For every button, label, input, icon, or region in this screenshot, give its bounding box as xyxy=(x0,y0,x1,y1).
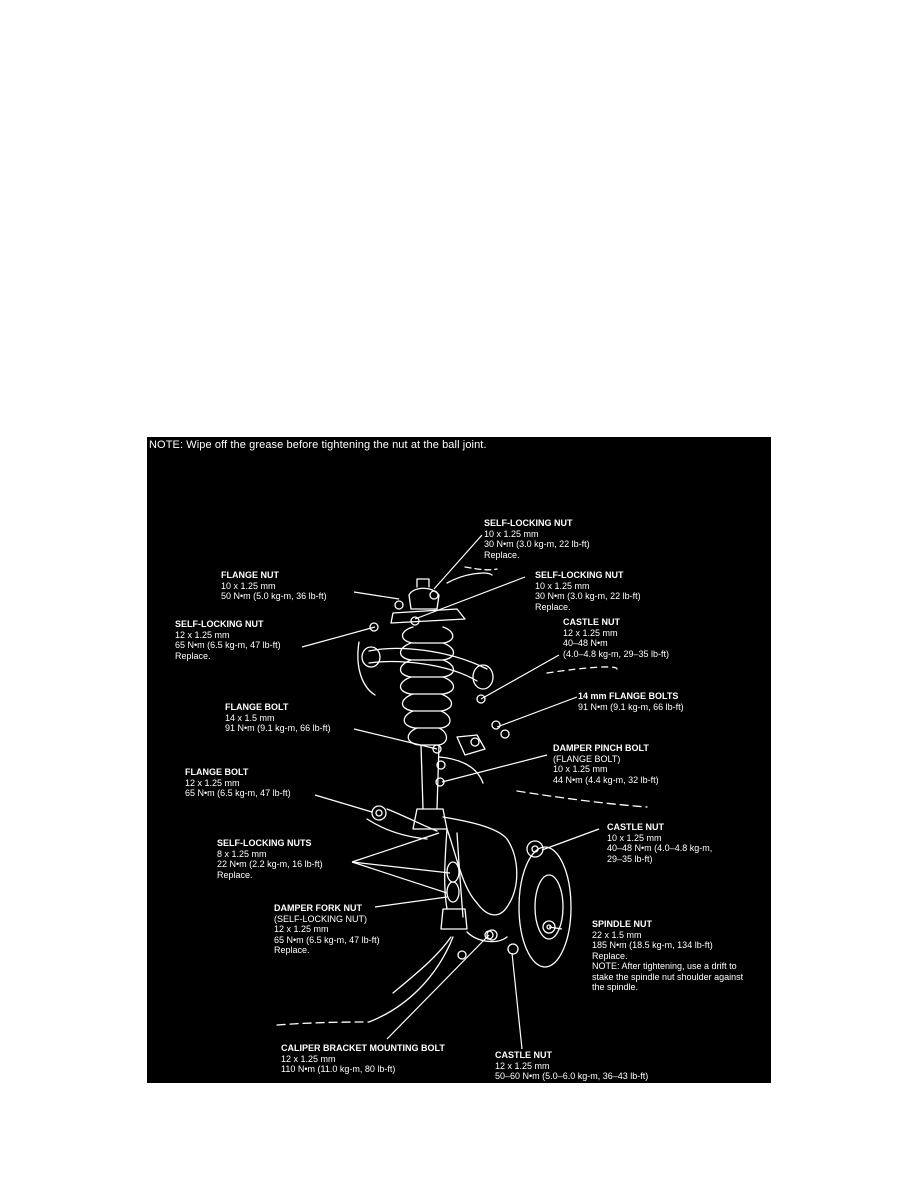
callout-title: SELF-LOCKING NUT xyxy=(175,619,264,629)
callout-line: (FLANGE BOLT) xyxy=(553,753,621,764)
callout-damper-fork-nut: DAMPER FORK NUT (SELF-LOCKING NUT) 12 x … xyxy=(274,903,380,956)
callout-line: stake the spindle nut shoulder against xyxy=(592,971,744,982)
callout-damper-pinch-bolt: DAMPER PINCH BOLT (FLANGE BOLT) 10 x 1.2… xyxy=(553,743,659,785)
callout-title: DAMPER FORK NUT xyxy=(274,903,362,913)
callout-line: NOTE: After tightening, use a drift to xyxy=(592,961,737,971)
callout-line: 10 x 1.25 mm xyxy=(607,832,662,843)
callout-title: FLANGE BOLT xyxy=(225,702,289,712)
callout-line: 12 x 1.25 mm xyxy=(495,1060,550,1071)
callout-title: CALIPER BRACKET MOUNTING BOLT xyxy=(281,1043,445,1053)
callout-line: 22 x 1.5 mm xyxy=(592,929,642,940)
callout-line: 91 N•m (9.1 kg-m, 66 lb-ft) xyxy=(578,701,684,712)
callout-title: 14 mm FLANGE BOLTS xyxy=(578,691,679,701)
callout-line: 10 x 1.25 mm xyxy=(484,528,539,539)
callout-caliper-bracket-bolt: CALIPER BRACKET MOUNTING BOLT 12 x 1.25 … xyxy=(281,1043,445,1075)
callout-title: CASTLE NUT xyxy=(607,822,664,832)
callout-line: Replace. xyxy=(535,601,571,612)
callout-line: 50 N•m (5.0 kg-m, 36 lb-ft) xyxy=(221,591,327,601)
callout-title: CASTLE NUT xyxy=(563,617,620,627)
callout-line: 30 N•m (3.0 kg-m, 22 lb-ft) xyxy=(484,539,590,549)
callout-line: 12 x 1.25 mm xyxy=(563,627,618,638)
callout-line: Replace. xyxy=(217,869,253,880)
callout-flange-nut: FLANGE NUT 10 x 1.25 mm 50 N•m (5.0 kg-m… xyxy=(221,570,327,602)
callout-line: 12 x 1.25 mm xyxy=(274,924,329,934)
callout-line: Replace. xyxy=(175,650,211,661)
callout-castle-nut-upper: CASTLE NUT 12 x 1.25 mm 40–48 N•m (4.0–4… xyxy=(563,617,669,659)
callout-self-locking-nut-top: SELF-LOCKING NUT 10 x 1.25 mm 30 N•m (3.… xyxy=(484,518,590,560)
callout-line: Replace. xyxy=(592,950,628,961)
callout-self-locking-nut-right: SELF-LOCKING NUT 10 x 1.25 mm 30 N•m (3.… xyxy=(535,570,641,612)
callout-line: 10 x 1.25 mm xyxy=(553,764,608,774)
callout-flange-bolt-12: FLANGE BOLT 12 x 1.25 mm 65 N•m (6.5 kg-… xyxy=(185,767,291,799)
callout-line: Replace. xyxy=(274,945,310,955)
callout-self-locking-nut-left: SELF-LOCKING NUT 12 x 1.25 mm 65 N•m (6.… xyxy=(175,619,281,661)
callout-title: SELF-LOCKING NUTS xyxy=(217,838,312,848)
callout-line: the spindle. xyxy=(592,982,639,992)
callout-title: CASTLE NUT xyxy=(495,1050,552,1060)
diagram-note: NOTE: Wipe off the grease before tighten… xyxy=(149,439,487,451)
callout-castle-nut-mid: CASTLE NUT 10 x 1.25 mm 40–48 N•m (4.0–4… xyxy=(607,822,712,864)
callout-line: 14 x 1.5 mm xyxy=(225,712,275,723)
callout-flange-bolt-14: FLANGE BOLT 14 x 1.5 mm 91 N•m (9.1 kg-m… xyxy=(225,702,331,734)
callout-line: 44 N•m (4.4 kg-m, 32 lb-ft) xyxy=(553,774,659,785)
callout-line: 10 x 1.25 mm xyxy=(535,580,590,591)
callout-title: SELF-LOCKING NUT xyxy=(535,570,624,580)
suspension-drawing xyxy=(276,534,648,1050)
callout-line: 8 x 1.25 mm xyxy=(217,848,267,859)
callout-spindle-nut: SPINDLE NUT 22 x 1.5 mm 185 N•m (18.5 kg… xyxy=(592,919,743,993)
callout-title: SPINDLE NUT xyxy=(592,919,653,929)
callout-line: 12 x 1.25 mm xyxy=(175,629,230,640)
callout-line: 91 N•m (9.1 kg-m, 66 lb-ft) xyxy=(225,723,331,733)
callout-line: 110 N•m (11.0 kg-m, 80 lb-ft) xyxy=(281,1064,396,1074)
callout-title: SELF-LOCKING NUT xyxy=(484,518,573,528)
callout-title: FLANGE NUT xyxy=(221,570,279,580)
suspension-torque-diagram: NOTE: Wipe off the grease before tighten… xyxy=(147,437,771,1083)
callout-line: 10 x 1.25 mm xyxy=(221,580,276,591)
callout-line: 40–48 N•m (4.0–4.8 kg-m, xyxy=(607,843,713,853)
callout-line: Replace. xyxy=(484,549,520,560)
callout-castle-nut-lower: CASTLE NUT 12 x 1.25 mm 50–60 N•m (5.0–6… xyxy=(495,1050,648,1082)
callout-line: 12 x 1.25 mm xyxy=(185,777,240,788)
callout-title: FLANGE BOLT xyxy=(185,767,249,777)
callout-line: 50–60 N•m (5.0–6.0 kg-m, 36–43 lb-ft) xyxy=(495,1071,649,1081)
callout-line: 65 N•m (6.5 kg-m, 47 lb-ft) xyxy=(175,640,281,650)
callout-line: 65 N•m (6.5 kg-m, 47 lb-ft) xyxy=(274,934,380,945)
callout-14mm-flange-bolts: 14 mm FLANGE BOLTS 91 N•m (9.1 kg-m, 66 … xyxy=(578,691,684,712)
callout-title: DAMPER PINCH BOLT xyxy=(553,743,649,753)
callout-line: 12 x 1.25 mm xyxy=(281,1053,336,1064)
callout-line: 30 N•m (3.0 kg-m, 22 lb-ft) xyxy=(535,591,641,601)
callout-line: (4.0–4.8 kg-m, 29–35 lb-ft) xyxy=(563,648,670,659)
callout-line: 29–35 lb-ft) xyxy=(607,853,653,864)
callout-line: 40–48 N•m xyxy=(563,638,608,648)
callout-line: (SELF-LOCKING NUT) xyxy=(274,913,368,924)
callout-line: 65 N•m (6.5 kg-m, 47 lb-ft) xyxy=(185,788,291,798)
callout-line: 185 N•m (18.5 kg-m, 134 lb-ft) xyxy=(592,940,713,950)
callout-line: 22 N•m (2.2 kg-m, 16 lb-ft) xyxy=(217,859,323,869)
callout-self-locking-nuts: SELF-LOCKING NUTS 8 x 1.25 mm 22 N•m (2.… xyxy=(217,838,323,880)
